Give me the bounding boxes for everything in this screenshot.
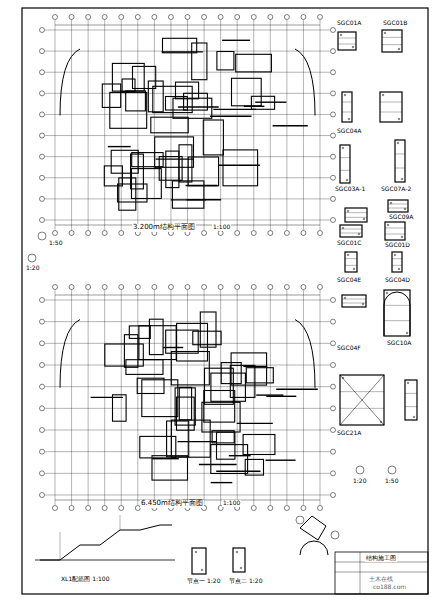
drawing-label: XL1配筋图 1:100 [60, 576, 110, 583]
drawing-label: SGC04E [336, 277, 362, 284]
drawing-label: SGC04D [384, 277, 411, 284]
drawing-label: SGC01D [384, 242, 411, 249]
drawing-label: SGC01B [382, 20, 408, 27]
drawing-label: SGC07A-2 [380, 186, 412, 193]
watermark: co188.com [372, 584, 407, 591]
drawing-label: 1:100 [212, 224, 231, 231]
drawing-label: SGC21A [336, 430, 362, 437]
drawing-label: SGC10A [386, 340, 412, 347]
drawing-label: 1:100 [222, 500, 241, 507]
drawing-label: 1:20 [248, 578, 263, 585]
drawing-label: SGC09A [388, 214, 414, 221]
watermark: 土木在线 [368, 576, 394, 583]
drawing-label: 1:20 [25, 265, 40, 272]
drawing-label: 6.450m结构平面图 [140, 500, 204, 508]
drawing-label: SGC03A-1 [334, 186, 366, 193]
drawing-label: 节点一 [186, 578, 206, 585]
drawing-label: 1:50 [48, 240, 63, 247]
title-block-text: 结构施工图 [365, 555, 397, 562]
drawing-label: 1:50 [384, 478, 399, 485]
drawing-label: 1:20 [352, 478, 367, 485]
drawing-label: SGC01C [336, 240, 362, 247]
drawing-label: 3.200m结构平面图 [132, 224, 196, 232]
drawing-label: SGC01A [336, 20, 362, 27]
drawing-label: SGC04A [336, 128, 362, 135]
drawing-label: 节点二 [228, 578, 248, 585]
drawing-label: SGC04F [336, 345, 362, 352]
drawing-label: 1:20 [206, 578, 221, 585]
